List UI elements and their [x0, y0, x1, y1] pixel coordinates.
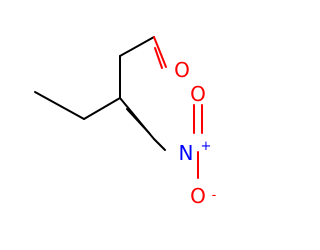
oxygen-nitro-bottom-label: O [190, 184, 206, 208]
oxygen-ketone-label: O [174, 58, 190, 82]
nitrogen-label: N [179, 141, 194, 165]
bond-ethyl-ch2-ch3 [34, 91, 85, 120]
bond-methyl-carbonyl [119, 36, 155, 57]
structure-canvas: O O N + O - [34, 36, 217, 208]
oxygen-nitro-top-label: O [190, 82, 206, 106]
bond-carbonyl-oxygen-2 [154, 47, 163, 69]
bond-vinyl-nitrogen [153, 138, 166, 151]
bond-carbonyl-oxygen-1 [153, 36, 167, 68]
bond-c3-vinyl-inner [126, 108, 151, 135]
nitrogen-charge-label: + [201, 139, 212, 154]
oxygen-charge-label: - [212, 188, 217, 203]
bond-c3-ethyl-ch2 [83, 97, 121, 120]
